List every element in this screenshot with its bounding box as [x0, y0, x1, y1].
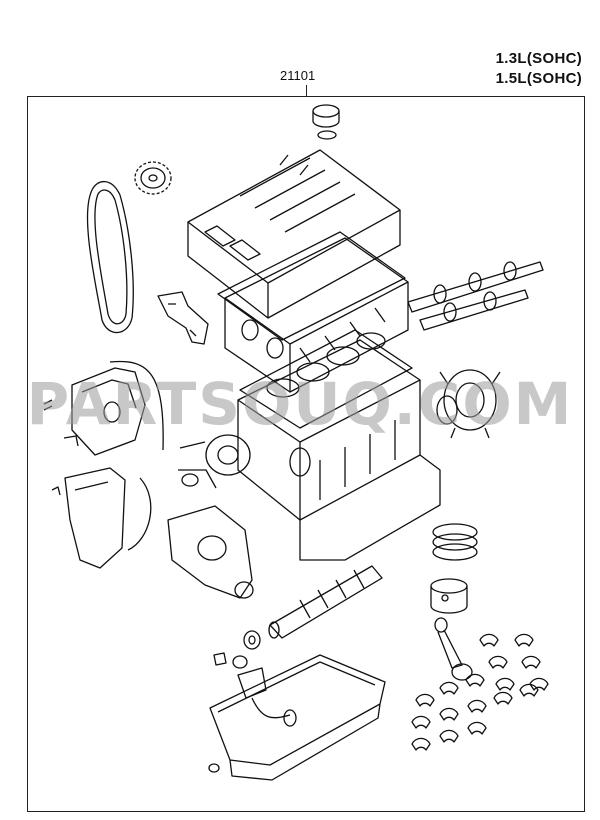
watermark: PARTSOUQ.COM [26, 370, 574, 438]
engine-mount-bracket[interactable] [157, 291, 209, 345]
camshaft-intake[interactable] [407, 261, 544, 313]
bolt-parts[interactable] [43, 399, 79, 496]
rear-oil-seal[interactable] [436, 395, 458, 425]
crankshaft-sprocket[interactable] [243, 630, 261, 650]
crankshaft[interactable] [268, 565, 383, 639]
timing-belt-cover-lower[interactable] [64, 467, 126, 569]
cylinder-block[interactable] [237, 339, 441, 561]
oil-pan[interactable] [209, 654, 386, 781]
assembly-frame [27, 96, 585, 812]
cover-gasket[interactable] [217, 231, 406, 341]
oil-strainer[interactable] [237, 667, 297, 727]
camshaft-exhaust[interactable] [419, 289, 529, 331]
oil-pan-drain-bolt[interactable] [208, 763, 220, 773]
timing-belt-cover-upper[interactable] [71, 367, 146, 456]
oil-pump[interactable] [167, 505, 254, 599]
water-pump[interactable] [178, 434, 251, 489]
rear-oil-seal-housing[interactable] [439, 369, 501, 439]
cylinder-head-cover[interactable] [187, 149, 401, 319]
piston-rings[interactable] [432, 523, 478, 561]
part-number-label[interactable]: 21101 [280, 68, 316, 83]
drain-plug[interactable] [213, 652, 227, 666]
camshaft-sprocket[interactable] [134, 161, 172, 195]
part-number-leader-line [306, 85, 307, 97]
engine-spec-2: 1.5L(SOHC) [495, 70, 582, 87]
connecting-rod-bearing[interactable] [479, 633, 549, 691]
main-bearing-set[interactable] [411, 673, 539, 751]
connecting-rod[interactable] [434, 617, 473, 681]
oil-filler-cap[interactable] [312, 104, 340, 140]
engine-spec-1: 1.3L(SOHC) [495, 50, 582, 67]
timing-belt[interactable] [86, 180, 134, 334]
crankshaft-front-seal[interactable] [232, 655, 248, 669]
cover-gasket-strip[interactable] [109, 360, 164, 451]
lower-cover-seal[interactable] [127, 477, 152, 551]
piston[interactable] [430, 578, 468, 614]
